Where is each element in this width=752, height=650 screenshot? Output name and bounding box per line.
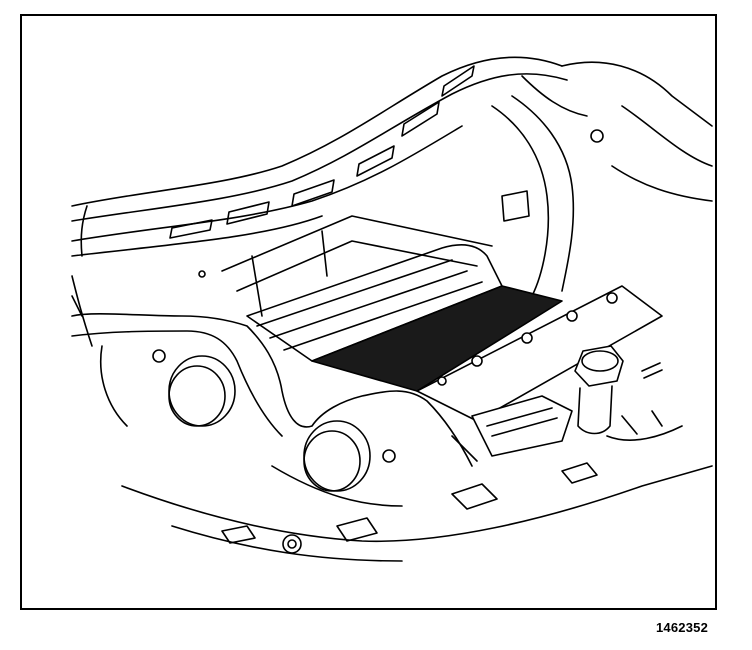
left-fender [71, 205, 93, 347]
engine-cover [246, 243, 503, 362]
firewall [198, 215, 493, 317]
cowl-panel [71, 56, 568, 257]
engine-compartment-illustration [71, 56, 713, 562]
oil-filler-cap [574, 345, 663, 435]
illustration-frame [20, 14, 717, 610]
connector [451, 395, 573, 462]
lower-panel [121, 410, 713, 562]
insulator-panel [71, 312, 473, 507]
figure-number: 1462352 [655, 620, 708, 635]
strut-tower [491, 61, 713, 297]
valve-cover [311, 285, 663, 422]
